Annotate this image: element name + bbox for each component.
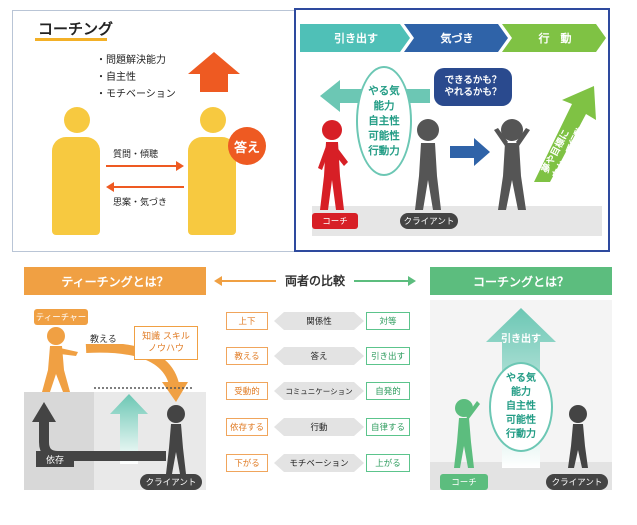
coach-figure-red bbox=[314, 118, 354, 214]
coaching-value: 対等 bbox=[366, 312, 410, 330]
bubble-line: できるかも？ bbox=[445, 75, 502, 87]
oval-line: 行動力 bbox=[368, 144, 400, 159]
potential-oval: やる気 能力 自主性 可能性 行動力 bbox=[356, 66, 412, 176]
coach-figure-green bbox=[446, 398, 482, 468]
answer-badge: 答え bbox=[228, 127, 266, 165]
right-arrow-icon bbox=[106, 161, 184, 171]
client-tag-left: クライアント bbox=[140, 474, 202, 490]
aspect-label: 行動 bbox=[274, 418, 364, 436]
coaching-value: 自発的 bbox=[366, 382, 410, 400]
compare-row: 依存する 行動 自律する bbox=[226, 418, 410, 436]
client-tag: クライアント bbox=[400, 213, 458, 229]
compare-row: 教える 答え 引き出す bbox=[226, 347, 410, 365]
oval-line: 自主性 bbox=[506, 400, 536, 414]
potential-oval-bottom: やる気 能力 自主性 可能性 行動力 bbox=[489, 362, 553, 452]
oval-line: 可能性 bbox=[368, 129, 400, 144]
thought-bubble: できるかも？ やれるかも？ bbox=[434, 68, 512, 106]
draw-out-label: 引き出す bbox=[496, 330, 546, 345]
teaching-value: 受動的 bbox=[226, 382, 268, 400]
oval-line: 自主性 bbox=[368, 114, 400, 129]
compare-row: 受動的 コミュニケーション 自発的 bbox=[226, 382, 410, 400]
client-figure-right bbox=[564, 404, 594, 468]
step-draw-out: 引き出す bbox=[310, 24, 402, 52]
dependence-label: 依存 bbox=[36, 451, 74, 467]
coach-tag-bottom: コーチ bbox=[440, 474, 488, 490]
oval-line: 能力 bbox=[374, 99, 395, 114]
growth-up-arrow bbox=[188, 52, 240, 92]
knowledge-box: 知識 スキル ノウハウ bbox=[134, 326, 198, 360]
teaching-value: 依存する bbox=[226, 418, 268, 436]
panel-title: コーチング bbox=[38, 18, 113, 39]
oval-line: 行動力 bbox=[506, 428, 536, 442]
bullet-item: ・問題解決能力 bbox=[96, 52, 176, 69]
step-action: 行 動 bbox=[510, 24, 600, 52]
coaching-value: 引き出す bbox=[366, 347, 410, 365]
teaching-value: 下がる bbox=[226, 454, 268, 472]
compare-row: 上下 関係性 対等 bbox=[226, 312, 410, 330]
compare-title: 両者の比較 bbox=[278, 272, 352, 289]
client-tag-right: クライアント bbox=[546, 474, 608, 490]
oval-line: 可能性 bbox=[506, 414, 536, 428]
ability-list: ・問題解決能力 ・自主性 ・モチベーション bbox=[96, 52, 176, 103]
teaching-value: 教える bbox=[226, 347, 268, 365]
teacher-figure bbox=[34, 326, 80, 392]
thinking-awareness-label: 思案・気づき bbox=[113, 195, 167, 208]
coaching-value: 自律する bbox=[366, 418, 410, 436]
bubble-line: やれるかも？ bbox=[444, 87, 501, 99]
oval-line: 能力 bbox=[511, 386, 531, 400]
client-head bbox=[200, 107, 226, 133]
compare-row: 下がる モチベーション 上がる bbox=[226, 454, 410, 472]
knowledge-line: 知識 スキル bbox=[142, 331, 190, 343]
left-arrow-icon bbox=[106, 182, 184, 192]
client-figure-thinking bbox=[410, 116, 450, 214]
coaching-value: 上がる bbox=[366, 454, 410, 472]
coach-body bbox=[52, 137, 100, 235]
teaching-value: 上下 bbox=[226, 312, 268, 330]
coaching-header: コーチングとは？ bbox=[430, 267, 612, 295]
dotted-line bbox=[94, 386, 194, 390]
coach-tag: コーチ bbox=[312, 213, 358, 229]
teaching-header: ティーチングとは？ bbox=[24, 267, 206, 295]
bullet-item: ・モチベーション bbox=[96, 86, 176, 103]
teacher-tag: ティーチャー bbox=[34, 309, 88, 325]
oval-line: やる気 bbox=[506, 372, 536, 386]
coach-head bbox=[64, 107, 90, 133]
bullet-item: ・自主性 bbox=[96, 69, 176, 86]
aspect-label: 答え bbox=[274, 347, 364, 365]
aspect-label: 関係性 bbox=[274, 312, 364, 330]
client-figure-acting bbox=[490, 116, 534, 214]
oval-line: やる気 bbox=[368, 84, 400, 99]
knowledge-line: ノウハウ bbox=[148, 343, 184, 355]
aspect-label: モチベーション bbox=[274, 454, 364, 472]
step-awareness: 気づき bbox=[412, 24, 502, 52]
action-arrow bbox=[450, 138, 490, 166]
client-figure-left bbox=[162, 404, 192, 474]
title-underline bbox=[35, 38, 107, 41]
question-listen-label: 質問・傾聴 bbox=[113, 147, 158, 160]
aspect-label: コミュニケーション bbox=[274, 382, 364, 400]
